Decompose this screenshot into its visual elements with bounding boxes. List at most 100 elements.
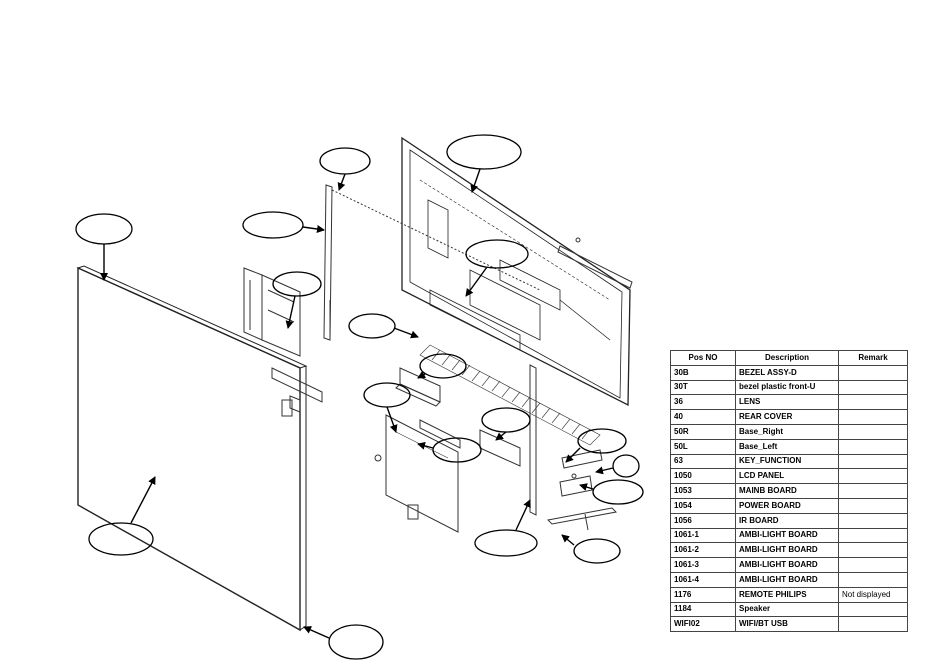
pos-cell: 50L (670, 438, 736, 455)
pos-cell: 1050 (670, 468, 736, 485)
table-header-row: Pos NO Description Remark (670, 350, 908, 366)
description-cell: Base_Left (735, 438, 839, 455)
callout-arrow (470, 168, 481, 193)
description-cell: BEZEL ASSY-D (735, 364, 839, 381)
description-cell: AMBI-LIGHT BOARD (735, 527, 839, 544)
callout-arrow (386, 406, 398, 433)
description-cell: bezel plastic front-U (735, 379, 839, 396)
callout-arrow (285, 295, 296, 329)
pos-cell: 1176 (670, 586, 736, 603)
callout-balloon (88, 522, 154, 556)
speaker-right (479, 429, 521, 467)
pos-cell: 63 (670, 453, 736, 470)
callout-balloon (481, 407, 531, 433)
description-cell: IR BOARD (735, 512, 839, 529)
pos-cell: 1061-1 (670, 527, 736, 544)
remark-cell (838, 512, 908, 529)
callout-balloon (319, 147, 371, 175)
callout-arrow (579, 483, 594, 491)
pos-cell: WIFI02 (670, 616, 736, 633)
remark-cell (838, 409, 908, 425)
description-cell: AMBI-LIGHT BOARD (735, 542, 839, 559)
description-cell: WIFI/BT USB (735, 616, 839, 633)
description-cell: REMOTE PHILIPS (735, 586, 839, 603)
callout-arrow (495, 431, 507, 441)
description-cell: LENS (735, 394, 839, 411)
remark-cell (838, 379, 908, 396)
rear-cover (401, 136, 631, 407)
pos-cell: 1061-2 (670, 542, 736, 559)
callout-balloon (573, 538, 621, 564)
callout-arrow (417, 441, 434, 450)
callout-balloon (348, 313, 396, 339)
pos-cell: 1053 (670, 483, 736, 499)
description-cell: POWER BOARD (735, 497, 839, 514)
remark-cell: Not displayed (838, 586, 908, 603)
lcd-panel (76, 265, 308, 632)
speaker-left (395, 367, 441, 407)
description-cell: MAINB BOARD (735, 483, 839, 499)
remark-cell (838, 497, 908, 514)
remark-cell (838, 453, 908, 470)
callout-balloon (612, 454, 640, 478)
pos-cell: 1056 (670, 512, 736, 529)
main-board (374, 414, 461, 533)
remark-cell (838, 423, 908, 440)
callout-arrow (302, 225, 325, 233)
description-cell: AMBI-LIGHT BOARD (735, 571, 839, 588)
description-cell: Speaker (735, 601, 839, 618)
description-cell: AMBI-LIGHT BOARD (735, 557, 839, 573)
speaker-grille (419, 344, 601, 446)
remark-cell (838, 616, 908, 633)
base-stand-right (546, 507, 618, 531)
remark-cell (838, 438, 908, 455)
pos-cell: 36 (670, 394, 736, 411)
pos-cell: 1061-3 (670, 557, 736, 573)
header-description: Description (735, 350, 839, 366)
bezel-strip (323, 184, 541, 341)
key-function-bar (271, 367, 323, 417)
callout-arrow (337, 173, 346, 191)
header-pos-no: Pos NO (670, 350, 736, 366)
callout-balloon (592, 479, 644, 505)
callout-arrow (595, 466, 614, 475)
callout-balloons (75, 134, 644, 660)
pos-cell: 30T (670, 379, 736, 396)
ambi-light-bar (529, 364, 537, 516)
callout-arrow (565, 447, 581, 463)
callout-balloon (465, 239, 529, 269)
description-cell: Base_Right (735, 423, 839, 440)
remark-cell (838, 483, 908, 499)
remark-cell (838, 527, 908, 544)
pos-cell: 50R (670, 423, 736, 440)
callout-balloon (75, 213, 133, 245)
callout-balloon (474, 529, 538, 557)
pos-cell: 1061-4 (670, 571, 736, 588)
pos-cell: 1054 (670, 497, 736, 514)
description-cell: LCD PANEL (735, 468, 839, 485)
callout-arrow (130, 476, 156, 524)
description-cell: KEY_FUNCTION (735, 453, 839, 470)
remark-cell (838, 542, 908, 559)
pos-cell: 30B (670, 364, 736, 381)
callout-balloon (363, 382, 411, 408)
lens-strip (557, 237, 633, 289)
callout-balloon (272, 271, 322, 297)
